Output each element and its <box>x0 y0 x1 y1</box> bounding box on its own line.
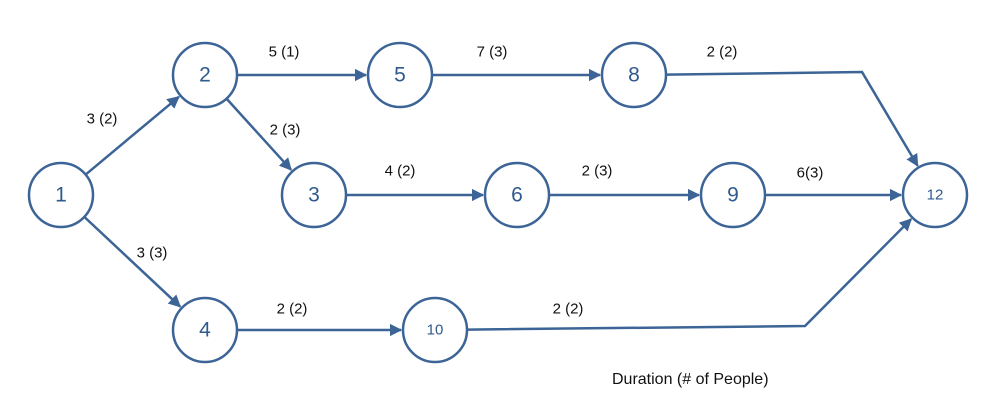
node-circle-3 <box>280 161 348 229</box>
edge-1-4 <box>84 216 182 308</box>
legend-text: Duration (# of People) <box>612 371 769 388</box>
node-label-2: 2 <box>199 64 211 87</box>
edge-label-2-5: 5 (1) <box>269 44 300 61</box>
node-circle-9 <box>699 161 767 229</box>
edge-label-3-6: 4 (2) <box>385 163 416 180</box>
node-label-8: 8 <box>628 64 640 87</box>
edge-label-10-12: 2 (2) <box>553 301 584 318</box>
edge-labels-layer: 3 (2) 3 (3) 5 (1) 2 (3) 7 (3) 2 (2) 4 (2) 2 (3)… <box>87 44 824 318</box>
node-label-4: 4 <box>199 319 211 342</box>
node-label-3: 3 <box>308 184 320 207</box>
edge-label-5-8: 7 (3) <box>477 44 508 61</box>
edges-layer <box>84 68 919 337</box>
node-label-9: 9 <box>727 184 739 207</box>
node-circle-5 <box>366 41 434 109</box>
edge-label-2-3: 2 (3) <box>270 122 301 139</box>
node-2: 2 <box>171 41 239 109</box>
node-circle-6 <box>483 161 551 229</box>
node-5: 5 <box>366 41 434 109</box>
edge-8-12 <box>666 70 919 167</box>
node-9: 9 <box>699 161 767 229</box>
node-label-10: 10 <box>427 322 444 339</box>
edge-label-4-10: 2 (2) <box>277 301 308 318</box>
node-10: 10 <box>401 296 469 364</box>
node-3: 3 <box>280 161 348 229</box>
node-circle-10 <box>401 296 469 364</box>
node-circle-2 <box>171 41 239 109</box>
edge-label-8-12: 2 (2) <box>707 44 738 61</box>
node-label-1: 1 <box>55 184 67 207</box>
edge-label-6-9: 2 (3) <box>582 163 613 180</box>
node-circle-1 <box>27 161 95 229</box>
node-12: 12 <box>901 161 969 229</box>
node-circle-12 <box>901 161 969 229</box>
node-label-6: 6 <box>511 184 523 207</box>
node-1: 1 <box>27 161 95 229</box>
edge-label-1-4: 3 (3) <box>137 245 168 262</box>
edge-label-1-2: 3 (2) <box>87 111 118 128</box>
node-label-12: 12 <box>927 187 944 204</box>
edge-label-9-12: 6(3) <box>797 165 824 182</box>
node-6: 6 <box>483 161 551 229</box>
edge-1-2 <box>85 95 180 175</box>
node-circle-8 <box>600 41 668 109</box>
node-4: 4 <box>171 296 239 364</box>
edge-10-12 <box>467 218 912 331</box>
node-8: 8 <box>600 41 668 109</box>
node-label-5: 5 <box>394 64 406 87</box>
node-circle-4 <box>171 296 239 364</box>
edge-2-3 <box>226 98 293 171</box>
